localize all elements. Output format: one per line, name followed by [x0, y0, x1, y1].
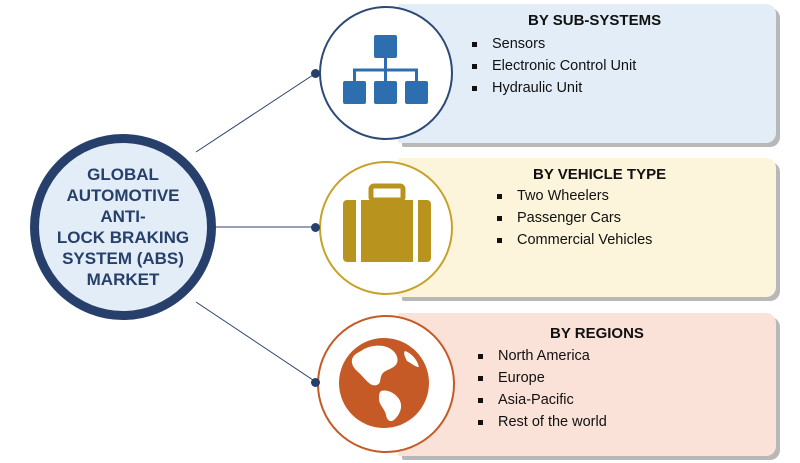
segment-title: BY REGIONS: [550, 325, 644, 342]
list-item: Asia-Pacific: [474, 389, 607, 411]
icon-circle-sub-systems: [319, 6, 453, 140]
main-title-line: GLOBAL: [87, 165, 159, 184]
segment-title: BY VEHICLE TYPE: [533, 166, 667, 183]
segment-list: North America Europe Asia-Pacific Rest o…: [474, 345, 607, 433]
segment-title: BY SUB-SYSTEMS: [528, 12, 662, 29]
main-market-circle: GLOBAL AUTOMOTIVE ANTI- LOCK BRAKING SYS…: [30, 134, 216, 320]
briefcase-icon: [343, 183, 431, 262]
icon-circle-regions: [317, 315, 455, 453]
connector-dot: [311, 223, 320, 232]
list-item: Rest of the world: [474, 411, 607, 433]
main-title-line: LOCK BRAKING: [56, 228, 190, 247]
hierarchy-icon: [343, 35, 428, 104]
connector-dot: [311, 69, 320, 78]
connector-line-3: [195, 301, 317, 383]
segment-panel-sub-systems: BY SUB-SYSTEMS Sensors Electronic Contro…: [398, 4, 776, 143]
list-item: North America: [474, 345, 607, 367]
list-item: Europe: [474, 367, 607, 389]
globe-icon: [339, 338, 429, 428]
list-item: Electronic Control Unit: [468, 55, 636, 77]
segment-list: Sensors Electronic Control Unit Hydrauli…: [468, 33, 636, 99]
list-item: Sensors: [468, 33, 636, 55]
list-item: Hydraulic Unit: [468, 77, 636, 99]
segment-list: Two Wheelers Passenger Cars Commercial V…: [493, 185, 652, 251]
icon-circle-vehicle-type: [319, 161, 453, 295]
list-item: Two Wheelers: [493, 185, 652, 207]
connector-dot: [311, 378, 320, 387]
list-item: Passenger Cars: [493, 207, 652, 229]
main-title: GLOBAL AUTOMOTIVE ANTI- LOCK BRAKING SYS…: [48, 164, 198, 290]
segment-panel-vehicle-type: BY VEHICLE TYPE Two Wheelers Passenger C…: [398, 158, 776, 297]
main-title-line: SYSTEM (ABS): [62, 249, 184, 268]
list-item: Commercial Vehicles: [493, 229, 652, 251]
segment-panel-regions: BY REGIONS North America Europe Asia-Pac…: [398, 313, 776, 456]
main-title-line: AUTOMOTIVE ANTI-: [66, 186, 180, 226]
connector-line-1: [195, 72, 317, 153]
main-title-line: MARKET: [86, 270, 160, 289]
